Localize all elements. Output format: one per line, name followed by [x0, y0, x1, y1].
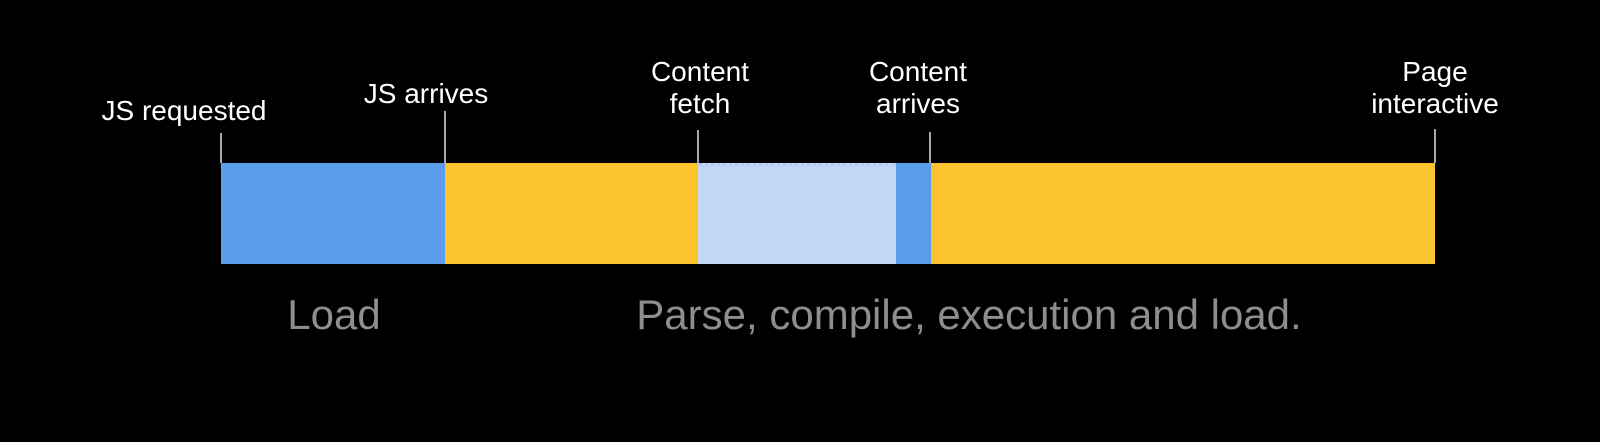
milestone-label-js-requested: JS requested	[101, 95, 267, 126]
milestone-label-js-arrives: JS arrives	[363, 78, 489, 109]
milestone-label-content-fetch: Content fetch	[650, 56, 750, 119]
milestone-label-content-arrives: Content arrives	[868, 56, 968, 119]
caption-parse: Parse, compile, execution and load.	[636, 291, 1302, 338]
caption-load: Load	[287, 291, 381, 338]
milestone-label-page-interactive: Page interactive	[1371, 56, 1499, 119]
milestone-tick-js-arrives	[444, 111, 446, 163]
milestone-tick-content-arrives	[929, 132, 931, 163]
segment-content-arrive	[896, 163, 931, 264]
timeline-bar	[221, 163, 1435, 264]
milestone-tick-js-requested	[220, 133, 222, 163]
milestone-tick-page-interactive	[1434, 129, 1436, 163]
segment-execute-load	[931, 163, 1435, 264]
segment-parse-compile	[445, 163, 698, 264]
segment-content-fetch	[698, 163, 896, 264]
milestone-tick-content-fetch	[697, 130, 699, 163]
segment-js-download	[221, 163, 445, 264]
